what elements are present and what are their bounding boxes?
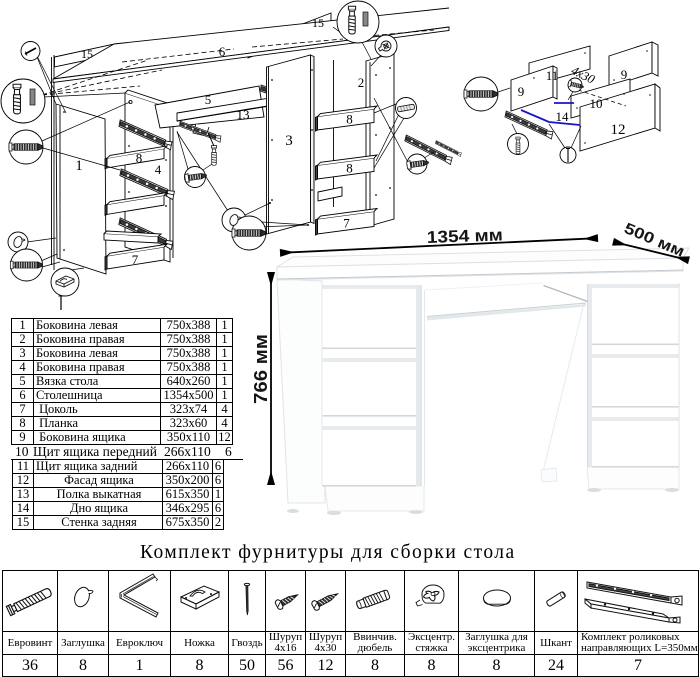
svg-text:9: 9 bbox=[518, 84, 525, 99]
svg-text:13: 13 bbox=[237, 107, 250, 122]
svg-text:2: 2 bbox=[358, 75, 365, 90]
svg-text:8: 8 bbox=[136, 151, 143, 166]
svg-text:7: 7 bbox=[343, 216, 350, 231]
svg-text:9: 9 bbox=[621, 67, 628, 82]
svg-text:4: 4 bbox=[155, 162, 162, 177]
svg-text:5: 5 bbox=[205, 92, 212, 107]
svg-text:12: 12 bbox=[611, 122, 626, 138]
svg-text:14: 14 bbox=[556, 109, 570, 124]
svg-text:11: 11 bbox=[546, 68, 559, 83]
svg-text:766 мм: 766 мм bbox=[250, 334, 271, 404]
svg-text:15: 15 bbox=[81, 47, 93, 61]
svg-text:10: 10 bbox=[590, 96, 603, 111]
svg-text:15: 15 bbox=[312, 16, 324, 30]
svg-text:8: 8 bbox=[346, 161, 353, 176]
svg-text:6: 6 bbox=[219, 44, 226, 59]
svg-text:1: 1 bbox=[75, 158, 83, 174]
svg-text:8: 8 bbox=[346, 112, 353, 127]
svg-text:7: 7 bbox=[132, 252, 139, 267]
svg-text:1354 мм: 1354 мм bbox=[426, 225, 503, 247]
svg-text:3: 3 bbox=[285, 133, 293, 149]
